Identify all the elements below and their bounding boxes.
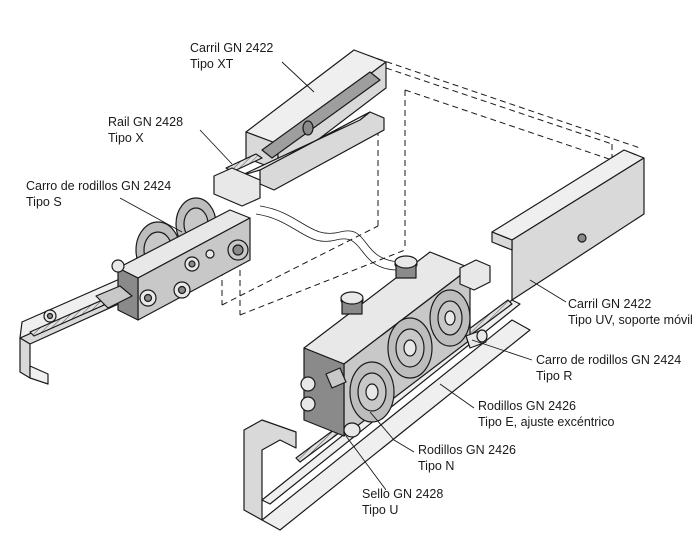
label-carril-xt-line2: Tipo XT — [190, 57, 234, 71]
label-carril-uv-line1: Carril GN 2422 — [568, 297, 651, 311]
label-rodillos-e-line2: Tipo E, ajuste excéntrico — [478, 415, 614, 429]
label-carro-s-line2: Tipo S — [26, 195, 62, 209]
label-rodillos-e-line1: Rodillos GN 2426 — [478, 399, 576, 413]
carriage-type-s — [95, 167, 261, 321]
cable — [255, 205, 401, 271]
label-rail-x: Rail GN 2428 Tipo X — [108, 115, 183, 145]
label-carro-r-line2: Tipo R — [536, 369, 572, 383]
label-sello-u-line1: Sello GN 2428 — [362, 487, 443, 501]
label-rodillos-e: Rodillos GN 2426 Tipo E, ajuste excéntri… — [478, 399, 614, 429]
label-rail-x-line2: Tipo X — [108, 131, 144, 145]
carriage-type-r — [300, 251, 491, 438]
label-rodillos-n: Rodillos GN 2426 Tipo N — [418, 443, 516, 473]
leader-lines — [119, 61, 567, 491]
label-carril-xt: Carril GN 2422 Tipo XT — [190, 41, 273, 71]
label-rodillos-n-line2: Tipo N — [418, 459, 454, 473]
label-carro-r: Carro de rodillos GN 2424 Tipo R — [536, 353, 681, 383]
label-rail-x-line1: Rail GN 2428 — [108, 115, 183, 129]
label-carril-uv-line2: Tipo UV, soporte móvil — [568, 313, 693, 327]
label-carro-r-line1: Carro de rodillos GN 2424 — [536, 353, 681, 367]
label-carril-uv: Carril GN 2422 Tipo UV, soporte móvil — [568, 297, 693, 327]
label-carril-xt-line1: Carril GN 2422 — [190, 41, 273, 55]
label-sello-u: Sello GN 2428 Tipo U — [362, 487, 443, 517]
label-carro-s: Carro de rodillos GN 2424 Tipo S — [26, 179, 171, 209]
label-sello-u-line2: Tipo U — [362, 503, 398, 517]
label-carro-s-line1: Carro de rodillos GN 2424 — [26, 179, 171, 193]
label-rodillos-n-line1: Rodillos GN 2426 — [418, 443, 516, 457]
rail-xt — [239, 49, 387, 191]
